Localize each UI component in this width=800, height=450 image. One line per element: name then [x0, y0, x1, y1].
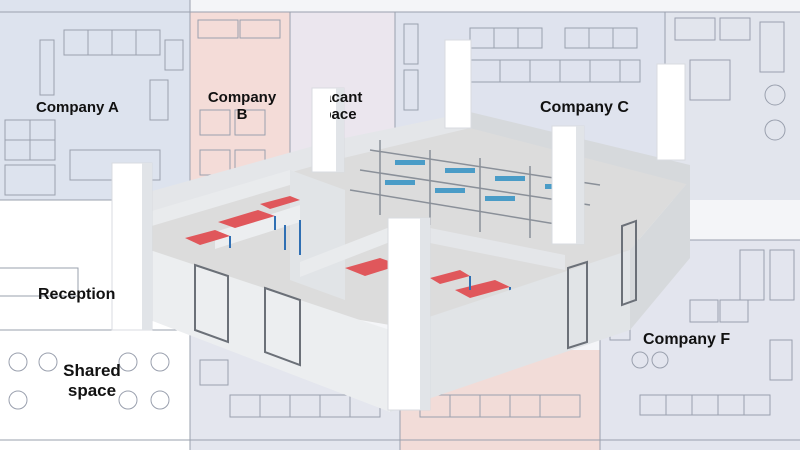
label-company-b: Company B — [200, 89, 284, 124]
pillar-back-right — [656, 63, 686, 161]
door-2 — [264, 286, 301, 367]
bench-left-2 — [218, 210, 275, 228]
left-room-inner-wall — [215, 205, 300, 249]
label-vacant-space: Vacant space — [330, 89, 378, 124]
label-vacant-line1: Vacant — [330, 89, 363, 106]
zone-company-a — [0, 0, 190, 200]
bench-left-1 — [185, 230, 230, 245]
pillars — [111, 39, 686, 411]
label-company-c: Company C — [540, 99, 629, 116]
back-wall-right — [335, 112, 470, 160]
door-1 — [194, 263, 229, 344]
door-3 — [567, 260, 588, 350]
zone-shared — [0, 330, 190, 450]
front-wall-left — [150, 250, 390, 412]
pillar-back-center — [444, 39, 472, 129]
left-room-back-wall — [145, 170, 290, 228]
label-reception: Reception — [38, 286, 116, 303]
label-shared-space: Shared space — [52, 361, 132, 400]
bench-center-1 — [345, 258, 400, 276]
center-room-back-wall — [300, 225, 395, 277]
front-wall-right — [390, 250, 630, 412]
back-wall-left — [145, 140, 335, 213]
label-company-b-line2: B — [236, 106, 248, 124]
left-room-partition — [290, 170, 345, 300]
right-side-wall — [630, 180, 690, 330]
label-vacant-line2: space — [330, 106, 357, 124]
bench-left-3 — [260, 196, 300, 209]
center-room-right-wall — [430, 228, 565, 270]
label-company-f: Company F — [643, 331, 731, 348]
door-4 — [621, 219, 637, 307]
label-company-b-line1: Company — [207, 89, 277, 106]
bench-center-3 — [455, 280, 510, 298]
label-shared-line1: Shared — [63, 361, 121, 380]
label-company-a: Company A — [36, 99, 119, 116]
bench-center-2 — [430, 270, 470, 284]
label-shared-line2: space — [67, 380, 117, 400]
